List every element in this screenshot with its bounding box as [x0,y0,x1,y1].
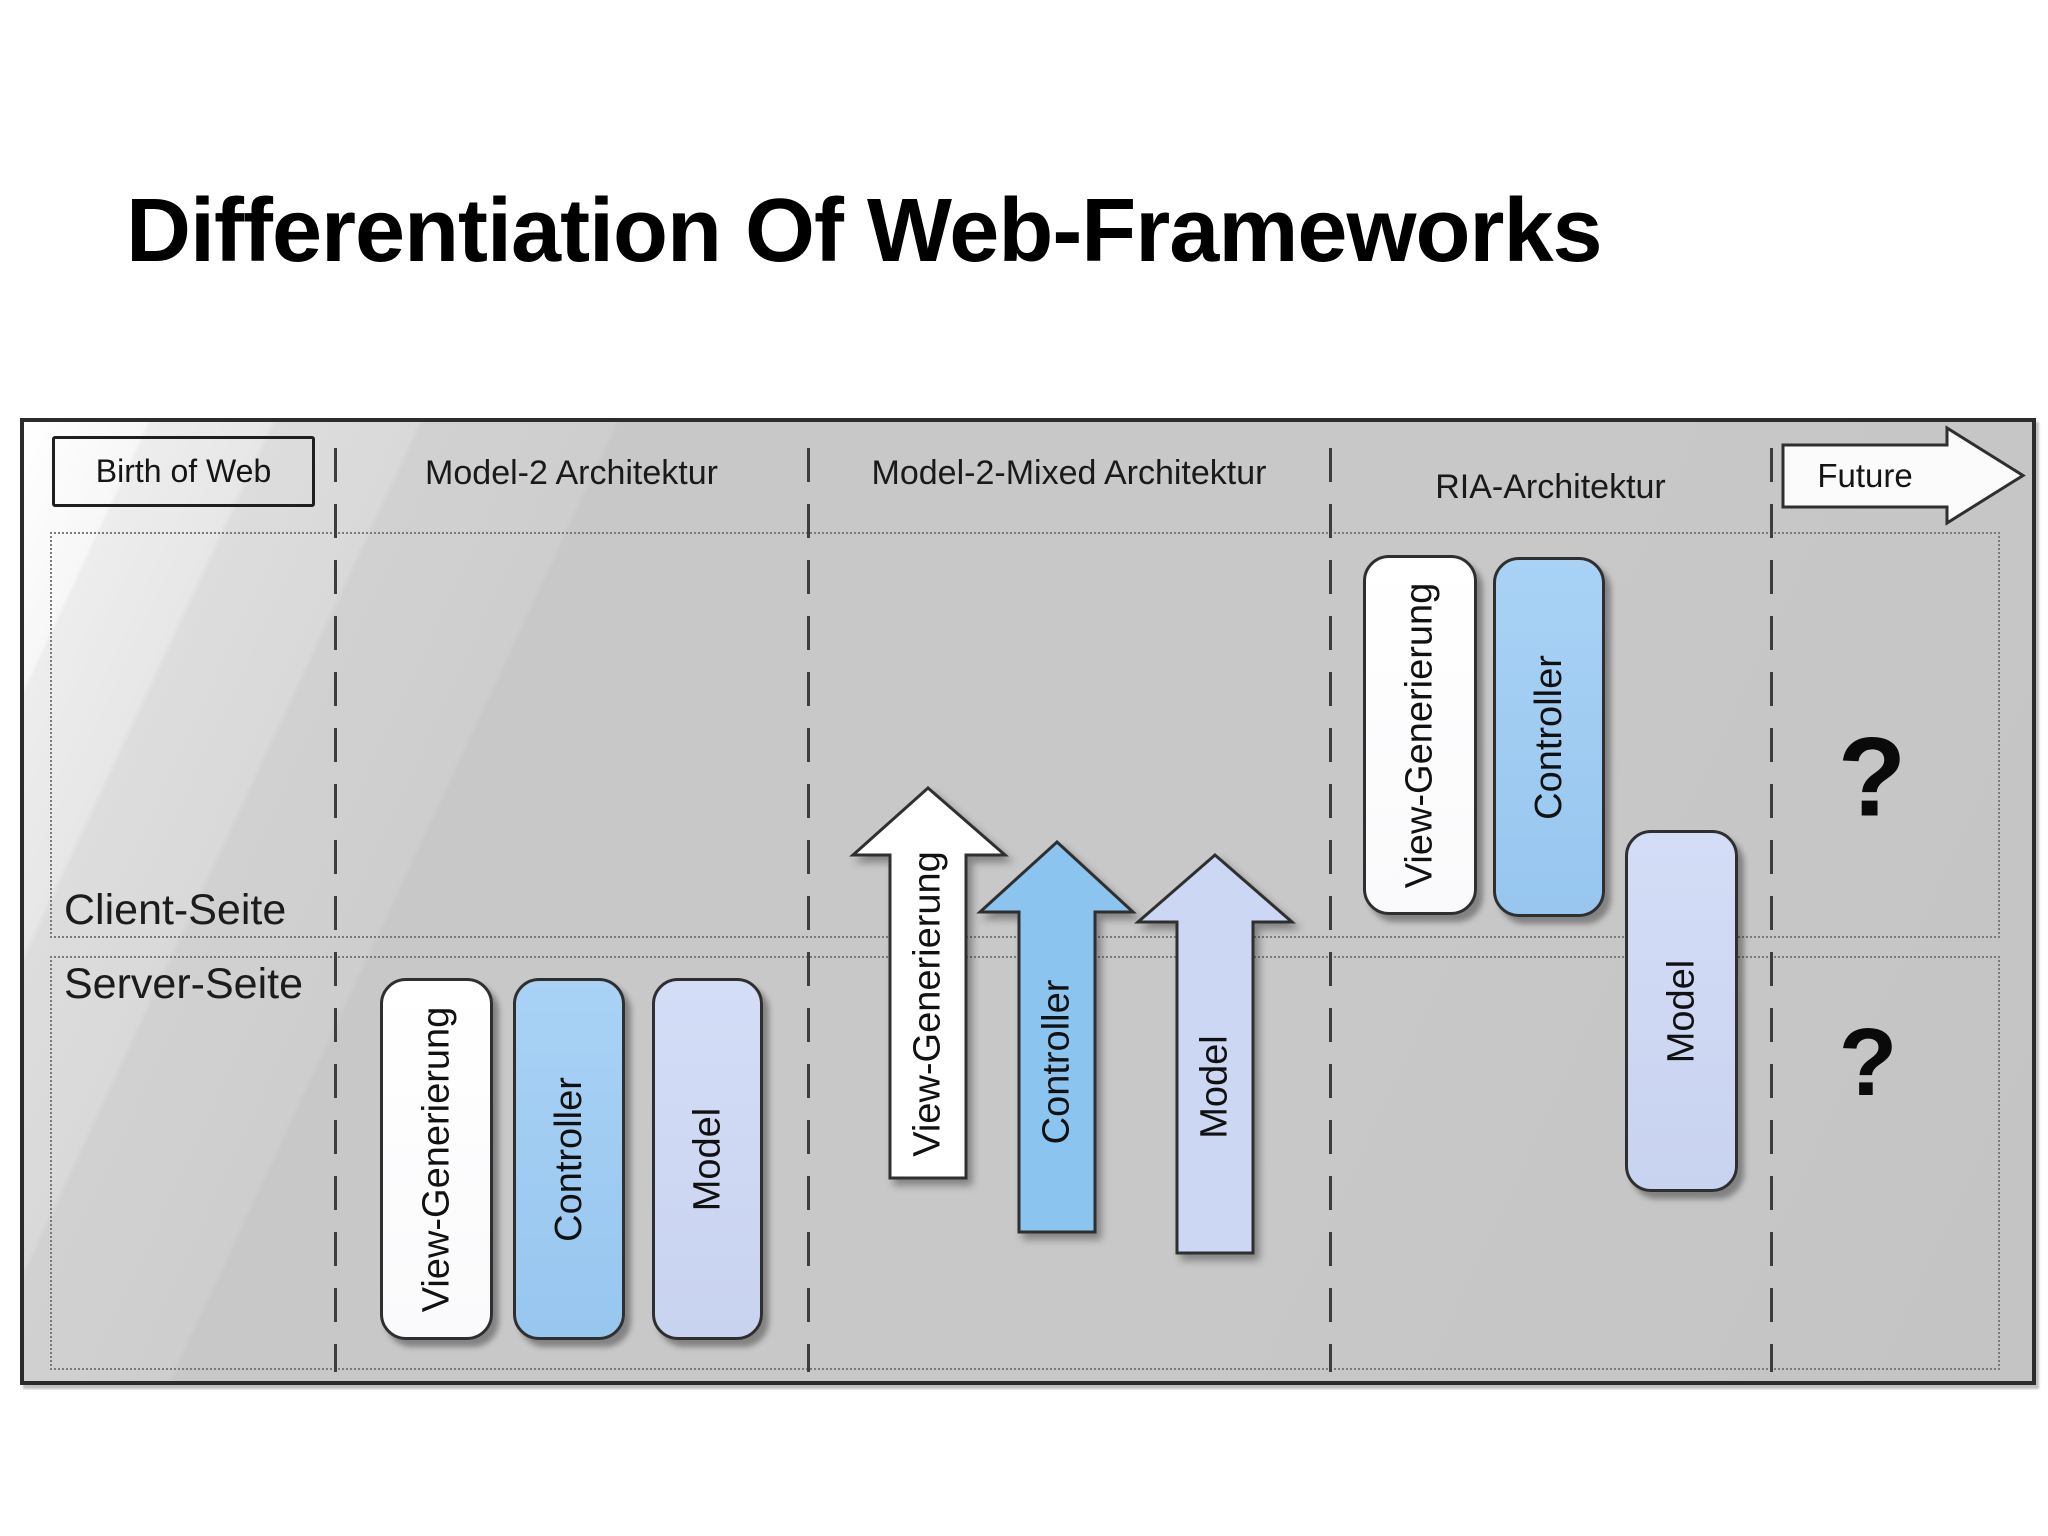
mixed-model-arrow-label: Model [1193,1035,1236,1139]
mixed-view-generierung-arrow-label: View-Generierung [906,851,949,1157]
phase-divider-line [807,448,810,1372]
mixed-controller-arrow-label: Controller [1035,979,1078,1145]
phase-divider-line [1770,448,1773,1372]
model2-model-label: Model [686,1107,728,1211]
phase-label-model2-mixed: Model-2-Mixed Architektur [871,453,1267,492]
model2-model-box: Model [652,978,763,1340]
phase-divider-line [334,448,337,1372]
model2-controller-label: Controller [547,1076,590,1242]
future-client-question-mark: ? [1837,714,1907,840]
future-arrow-label: Future [1817,457,1913,494]
birth-of-web-box: Birth of Web [52,436,315,507]
future-server-question-mark: ? [1838,1009,1898,1116]
server-side-row-label: Server-Seite [64,960,303,1008]
model2-view-generierung-box: View-Generierung [380,978,493,1340]
ria-model-box: Model [1625,830,1738,1192]
ria-view-generierung-box: View-Generierung [1363,555,1477,915]
phase-divider-line [1329,448,1332,1372]
client-side-row-label: Client-Seite [64,886,287,934]
phase-label-ria: RIA-Architektur [1435,467,1666,506]
ria-view-generierung-label: View-Generierung [1398,582,1441,888]
birth-of-web-label: Birth of Web [95,453,272,489]
model2-view-generierung-label: View-Generierung [415,1006,458,1312]
ria-model-label: Model [1660,959,1702,1063]
phase-label-model2: Model-2 Architektur [425,453,718,492]
ria-controller-box: Controller [1493,557,1605,917]
slide-title: Differentiation Of Web-Frameworks [126,181,1603,281]
model2-controller-box: Controller [513,978,625,1340]
framework-timeline-diagram: Birth of Web Model-2 Architektur Model-2… [20,418,2036,1385]
ria-controller-label: Controller [1527,654,1570,820]
